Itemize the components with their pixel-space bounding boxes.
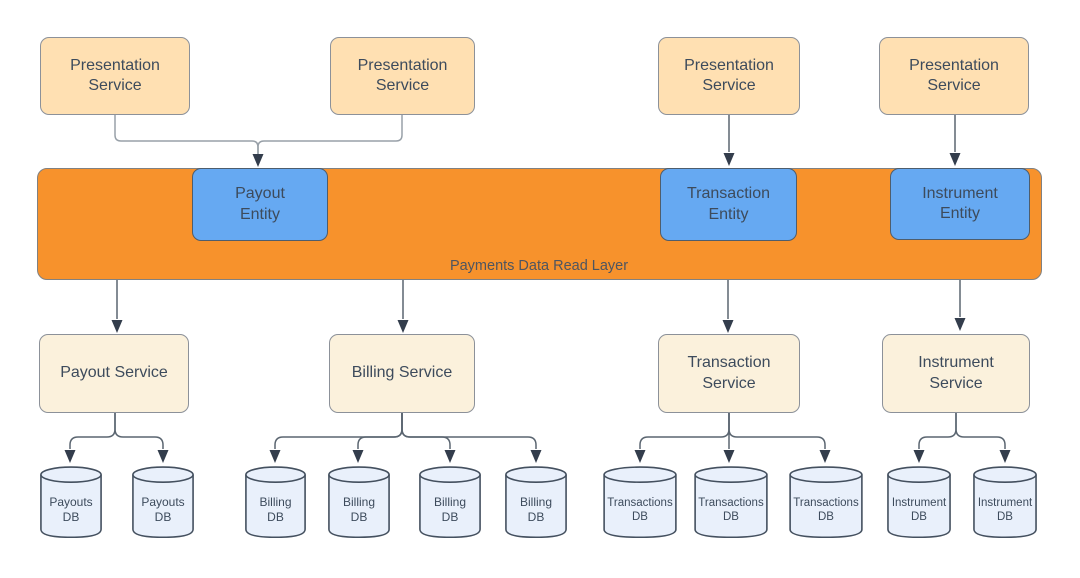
payout-service-label: Payout Service: [60, 364, 168, 382]
instrument-service-label: Instrument Service: [918, 354, 994, 392]
instrument-entity-label: Instrument Entity: [922, 184, 998, 222]
database-icon: [789, 466, 863, 538]
billing-db-cylinder-4: Billing DB: [505, 466, 567, 538]
connector-lines: [69, 115, 1006, 449]
db-label: Instrument DB: [891, 496, 947, 523]
instrument-entity-box: Instrument Entity: [890, 168, 1030, 240]
database-icon: [328, 466, 390, 538]
payout-entity-label: Payout Entity: [235, 185, 285, 223]
transactions-db-cylinder-1: Transactions DB: [603, 466, 677, 538]
payout-entity-box: Payout Entity: [192, 168, 328, 241]
db-label: Payouts DB: [141, 495, 185, 524]
database-icon: [973, 466, 1037, 538]
presentation-service-label: Presentation Service: [70, 56, 160, 94]
database-icon: [245, 466, 306, 538]
database-icon: [419, 466, 481, 538]
transaction-service-box: Transaction Service: [658, 334, 800, 413]
database-icon: [40, 466, 102, 538]
arrowheads: [64, 153, 1011, 463]
presentation-service-label: Presentation Service: [909, 56, 999, 94]
billing-db-cylinder-3: Billing DB: [419, 466, 481, 538]
presentation-service-box-1: Presentation Service: [40, 37, 190, 115]
db-label: Billing DB: [519, 495, 552, 524]
transaction-service-label: Transaction Service: [687, 354, 771, 392]
db-label: Transactions DB: [698, 496, 764, 523]
instrument-db-cylinder-1: Instrument DB: [887, 466, 951, 538]
payouts-db-cylinder-2: Payouts DB: [132, 466, 194, 538]
database-icon: [603, 466, 677, 538]
db-label: Transactions DB: [607, 496, 673, 523]
database-icon: [505, 466, 567, 538]
billing-db-cylinder-1: Billing DB: [245, 466, 306, 538]
db-label: Billing DB: [433, 495, 466, 524]
db-label: Billing DB: [259, 495, 292, 524]
band-label: Payments Data Read Layer: [449, 258, 629, 274]
transactions-db-cylinder-2: Transactions DB: [694, 466, 768, 538]
presentation-service-label: Presentation Service: [357, 56, 448, 94]
presentation-service-box-2: Presentation Service: [330, 37, 475, 115]
db-label: Billing DB: [342, 495, 375, 524]
payout-service-box: Payout Service: [39, 334, 189, 413]
instrument-service-box: Instrument Service: [882, 334, 1030, 413]
transaction-entity-box: Transaction Entity: [660, 168, 797, 241]
presentation-service-box-3: Presentation Service: [658, 37, 800, 115]
presentation-service-label: Presentation Service: [684, 56, 774, 94]
transaction-entity-label: Transaction Entity: [687, 185, 770, 223]
db-label: Payouts DB: [49, 495, 93, 524]
billing-db-cylinder-2: Billing DB: [328, 466, 390, 538]
db-label: Transactions DB: [793, 496, 859, 523]
transactions-db-cylinder-3: Transactions DB: [789, 466, 863, 538]
database-icon: [887, 466, 951, 538]
billing-service-box: Billing Service: [329, 334, 475, 413]
db-label: Instrument DB: [977, 496, 1033, 523]
instrument-db-cylinder-2: Instrument DB: [973, 466, 1037, 538]
presentation-service-box-4: Presentation Service: [879, 37, 1029, 115]
database-icon: [132, 466, 194, 538]
database-icon: [694, 466, 768, 538]
connector-lines-light: [114, 115, 403, 154]
payouts-db-cylinder-1: Payouts DB: [40, 466, 102, 538]
billing-service-label: Billing Service: [351, 364, 453, 382]
